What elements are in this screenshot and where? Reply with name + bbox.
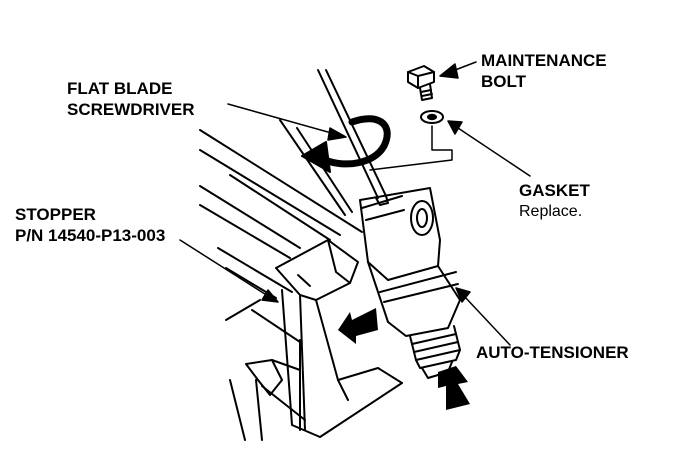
- push-arrow-horizontal: [338, 308, 378, 344]
- stopper-label-line1: STOPPER: [15, 205, 96, 224]
- screwdriver-label-line1: FLAT BLADE: [67, 79, 173, 98]
- maintenance-bolt: [407, 65, 435, 101]
- leader-lines: [179, 61, 531, 346]
- engine-housing: [199, 119, 363, 441]
- screwdriver-label: FLAT BLADE SCREWDRIVER: [67, 78, 195, 120]
- gasket-label-title: GASKET: [519, 181, 590, 200]
- gasket-label: GASKET Replace.: [519, 180, 590, 222]
- stopper-label: STOPPER P/N 14540-P13-003: [15, 204, 165, 246]
- gasket-label-note: Replace.: [519, 203, 583, 220]
- maintenance-bolt-label-line1: MAINTENANCE: [481, 51, 607, 70]
- maintenance-bolt-label: MAINTENANCE BOLT: [481, 50, 607, 92]
- stopper-label-line2: P/N 14540-P13-003: [15, 226, 166, 245]
- gasket-washer: [420, 110, 444, 124]
- maintenance-bolt-label-line2: BOLT: [481, 72, 527, 91]
- screwdriver-label-line2: SCREWDRIVER: [67, 100, 195, 119]
- bolt-centerline: [369, 125, 453, 171]
- push-arrow-vertical: [438, 366, 470, 410]
- auto-tensioner-label: AUTO-TENSIONER: [476, 343, 629, 362]
- screwdriver: [317, 69, 389, 206]
- stopper-bracket: [275, 239, 403, 438]
- rotation-arrow: [301, 115, 391, 173]
- auto-tensioner-body: [359, 187, 461, 379]
